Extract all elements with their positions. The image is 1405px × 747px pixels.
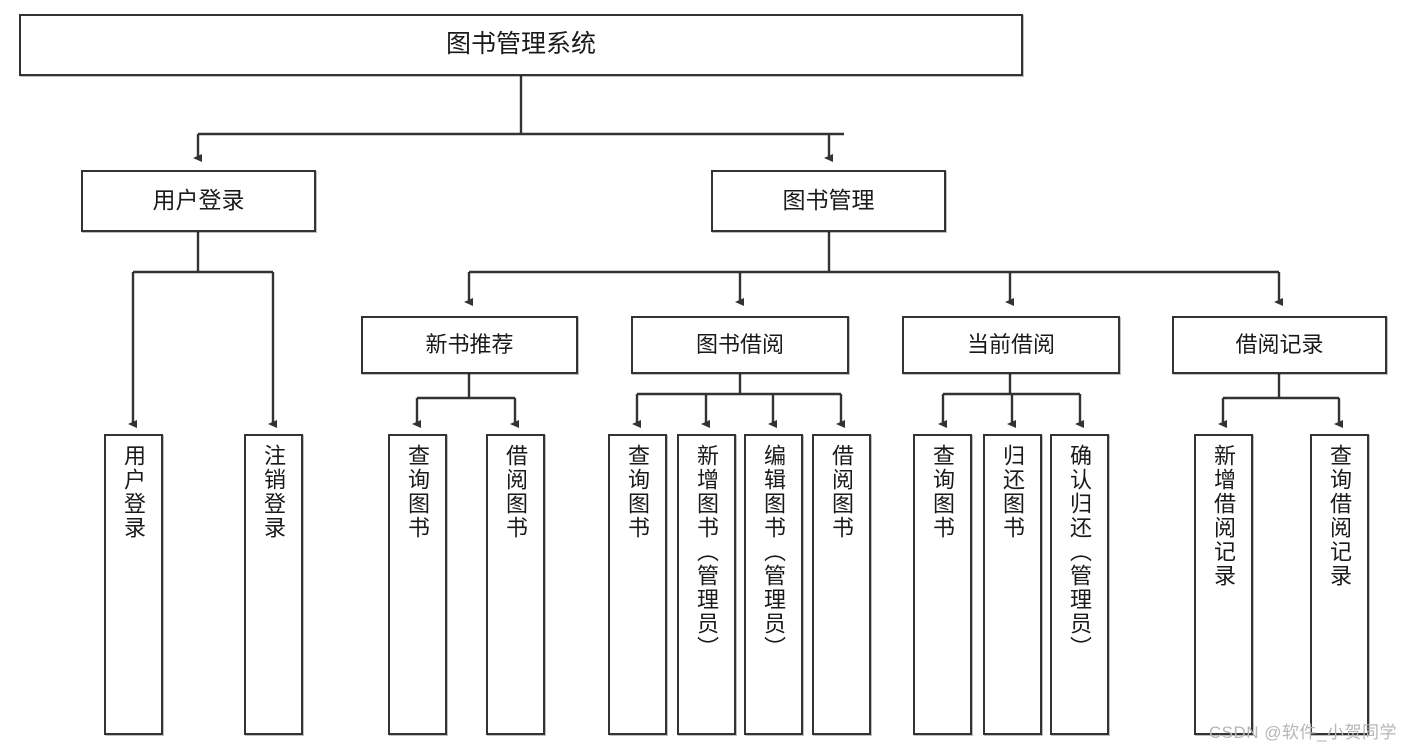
leaf-query-record-label: 查询借阅记录	[1327, 444, 1353, 588]
node-root[interactable]: 图书管理系统	[19, 14, 1023, 76]
leaf-confirm-return[interactable]: 确认归还（管理员）	[1050, 434, 1109, 735]
leaf-logout[interactable]: 注销登录	[244, 434, 303, 735]
node-root-label: 图书管理系统	[445, 30, 596, 59]
leaf-query-record[interactable]: 查询借阅记录	[1310, 434, 1369, 735]
node-book-management-label: 图书管理	[782, 187, 875, 214]
node-borrow-record-label: 借阅记录	[1235, 332, 1324, 358]
leaf-query-book-3-label: 查询图书	[930, 444, 956, 540]
node-new-book-recommend[interactable]: 新书推荐	[361, 316, 578, 374]
leaf-borrow-book-2[interactable]: 借阅图书	[812, 434, 871, 735]
leaf-edit-book[interactable]: 编辑图书（管理员）	[744, 434, 803, 735]
leaf-borrow-book-2-label: 借阅图书	[829, 444, 855, 540]
leaf-query-book-1[interactable]: 查询图书	[388, 434, 447, 735]
node-book-borrow-label: 图书借阅	[695, 332, 784, 358]
node-book-management[interactable]: 图书管理	[711, 170, 946, 232]
leaf-add-book[interactable]: 新增图书（管理员）	[677, 434, 736, 735]
node-new-book-recommend-label: 新书推荐	[425, 332, 514, 358]
node-current-borrow-label: 当前借阅	[966, 332, 1055, 358]
leaf-add-record-label: 新增借阅记录	[1211, 444, 1237, 588]
leaf-query-book-1-label: 查询图书	[405, 444, 431, 540]
node-current-borrow[interactable]: 当前借阅	[902, 316, 1120, 374]
leaf-query-book-3[interactable]: 查询图书	[913, 434, 972, 735]
leaf-add-book-label: 新增图书（管理员）	[694, 444, 720, 660]
leaf-user-login[interactable]: 用户登录	[104, 434, 163, 735]
leaf-edit-book-label: 编辑图书（管理员）	[761, 444, 787, 660]
leaf-query-book-2[interactable]: 查询图书	[608, 434, 667, 735]
leaf-query-book-2-label: 查询图书	[625, 444, 651, 540]
node-user-login-label: 用户登录	[152, 187, 245, 214]
leaf-borrow-book-1[interactable]: 借阅图书	[486, 434, 545, 735]
leaf-logout-label: 注销登录	[261, 444, 287, 540]
leaf-borrow-book-1-label: 借阅图书	[503, 444, 529, 540]
leaf-add-record[interactable]: 新增借阅记录	[1194, 434, 1253, 735]
leaf-return-book-label: 归还图书	[1000, 444, 1026, 540]
leaf-user-login-label: 用户登录	[121, 444, 147, 540]
node-book-borrow[interactable]: 图书借阅	[631, 316, 849, 374]
leaf-return-book[interactable]: 归还图书	[983, 434, 1042, 735]
node-user-login[interactable]: 用户登录	[81, 170, 316, 232]
node-borrow-record[interactable]: 借阅记录	[1172, 316, 1387, 374]
leaf-confirm-return-label: 确认归还（管理员）	[1067, 444, 1093, 660]
